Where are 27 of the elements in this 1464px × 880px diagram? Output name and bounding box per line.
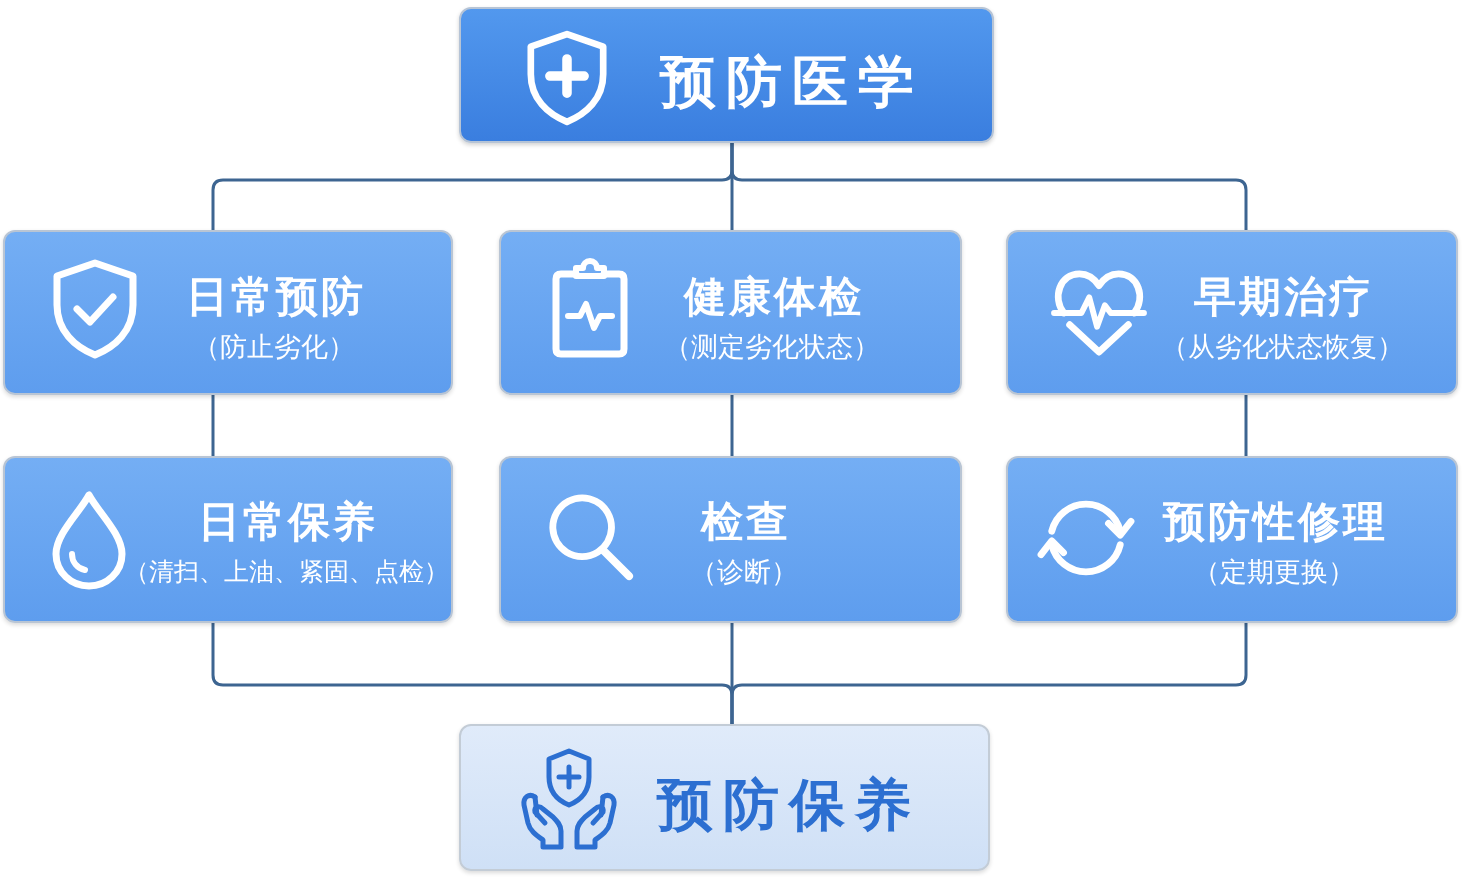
subheading-text: （诊断） (690, 556, 798, 588)
category-box (1006, 230, 1458, 395)
result-box (459, 724, 990, 871)
connector-line (730, 623, 1248, 724)
category-box (3, 230, 453, 395)
heading-text: 健康体检 (682, 273, 864, 322)
heading-text: 日常保养 (196, 498, 378, 547)
subheading-text: （防止劣化） (193, 331, 355, 363)
subheading-text: （测定劣化状态） (664, 331, 880, 363)
connector-line (730, 395, 734, 456)
connector-line (211, 395, 215, 456)
connector-line (1244, 395, 1248, 456)
subheading-text: （清扫、上油、紧固、点检） (123, 558, 449, 588)
heading-text: 预防医学 (658, 50, 924, 115)
heading-text: 早期治疗 (1192, 273, 1374, 322)
category-box (499, 230, 962, 395)
connector-line (730, 143, 1248, 230)
category-box (1006, 456, 1458, 623)
subheading-text: （从劣化状态恢复） (1160, 331, 1404, 363)
heading-text: 检查 (699, 498, 791, 547)
subheading-text: （定期更换） (1193, 556, 1355, 588)
category-box (499, 456, 962, 623)
heading-text: 日常预防 (184, 273, 366, 322)
heading-text: 预防性修理 (1161, 498, 1388, 547)
heading-text: 预防保养 (655, 773, 921, 838)
category-box (3, 456, 453, 623)
title-box (459, 7, 994, 143)
